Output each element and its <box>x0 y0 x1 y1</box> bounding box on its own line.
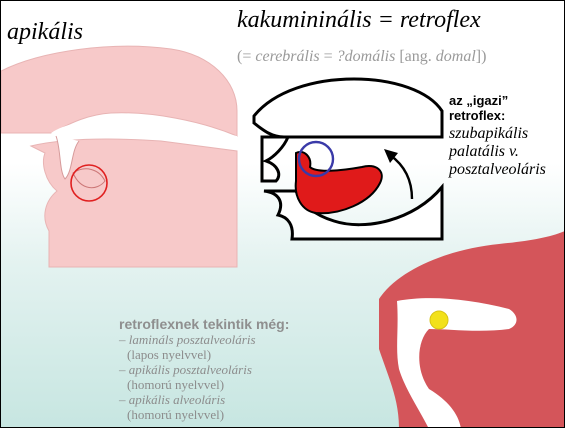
subtitle-eq: = <box>320 48 337 65</box>
note-body-line-3: posztalveoláris <box>449 161 546 179</box>
list-item-term: – apikális posztalveoláris <box>119 362 256 377</box>
note-heading-line-2: retroflex: <box>449 108 508 123</box>
retroflex-diagram <box>244 71 444 241</box>
title-apical: apikális <box>7 19 83 46</box>
note-body-line-2: palatális v. <box>449 143 546 161</box>
subtitle-term-cerebral: cerebrális <box>255 48 319 65</box>
subtitle-synonyms: (= cerebrális = ?domális [ang. domal]) <box>237 48 486 66</box>
upper-lip <box>262 137 288 181</box>
subtitle-term-english: domal <box>436 48 476 65</box>
apical-diagram <box>1 41 241 291</box>
list-heading: retroflexnek tekintik még: <box>119 316 289 332</box>
note-body-line-1: szubapikális <box>449 125 546 143</box>
list-item-detail: (lapos nyelvvel) <box>119 347 256 362</box>
retroflex-list: – lamináls posztalveoláris (lapos nyelvv… <box>119 332 256 422</box>
list-item-term: – lamináls posztalveoláris <box>119 332 256 347</box>
list-item-term: – apikális alveoláris <box>119 392 256 407</box>
note-heading: az „igazi” retroflex: <box>449 93 508 123</box>
subtitle-close: ]) <box>476 48 487 65</box>
palate-outline <box>254 79 442 137</box>
tongue-arrow <box>390 155 412 199</box>
sagittal-yellow-dot <box>430 311 448 329</box>
subtitle-open: (= <box>237 48 255 65</box>
title-retroflex: kakumininális = retroflex <box>237 7 481 34</box>
list-item-detail: (homorú nyelvvel) <box>119 377 256 392</box>
note-heading-line-1: az „igazi” <box>449 93 508 108</box>
retroflex-tongue <box>296 152 382 213</box>
subtitle-term-domal: ?domális <box>337 48 396 65</box>
sagittal-section <box>369 229 565 428</box>
subtitle-mid: [ang. <box>395 48 435 65</box>
list-item-detail: (homorú nyelvvel) <box>119 407 256 422</box>
note-body: szubapikális palatális v. posztalveolári… <box>449 125 546 179</box>
